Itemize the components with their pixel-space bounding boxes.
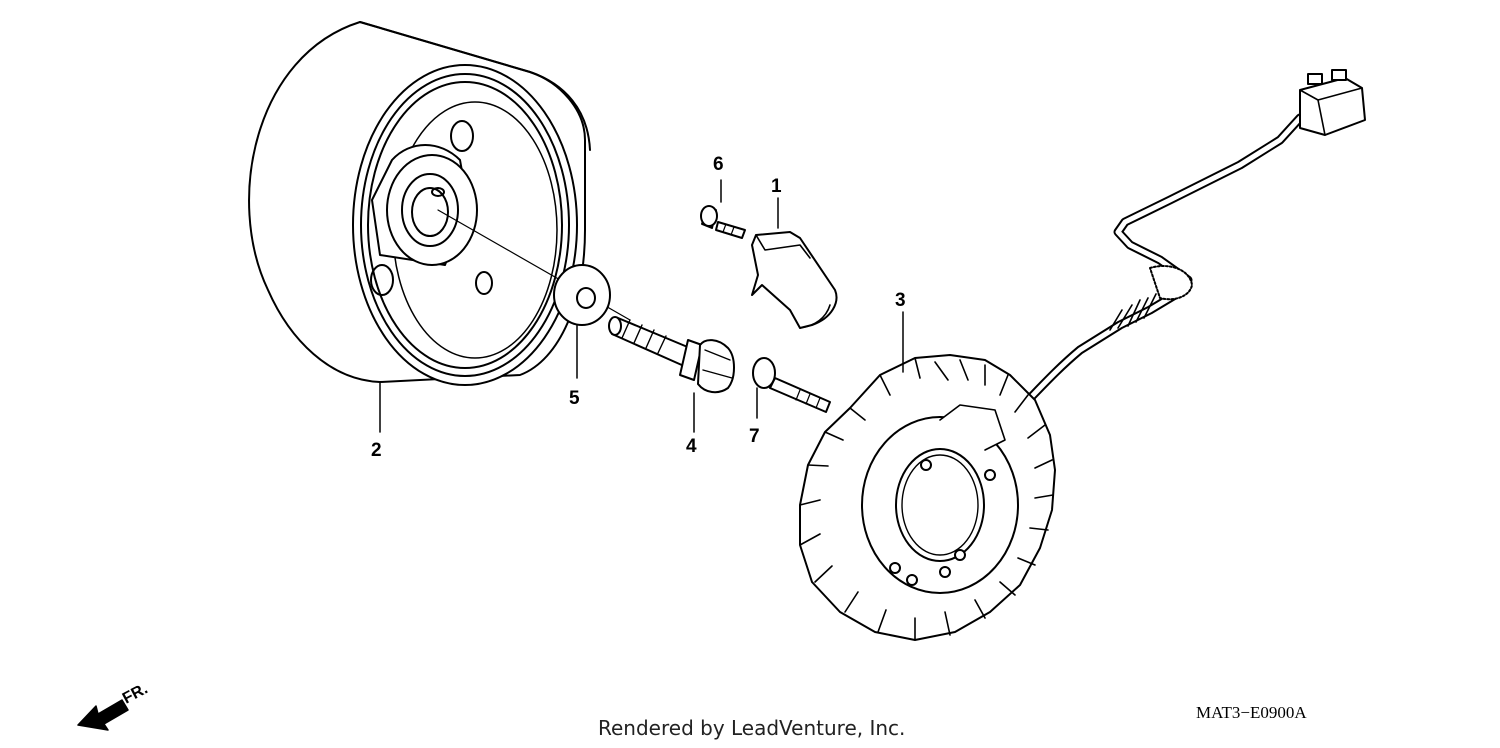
front-direction-arrow-icon	[77, 699, 129, 731]
flywheel-bolt-part	[608, 316, 735, 394]
stator-bolt-part	[752, 357, 831, 413]
wire-clamp-part	[751, 231, 838, 329]
stator-wire-harness	[1003, 113, 1305, 425]
stator-part	[799, 354, 1056, 641]
flywheel-part	[248, 21, 591, 386]
diagram-code: MAT3−E0900A	[1196, 703, 1307, 722]
callout-3: 3	[895, 290, 906, 311]
wire-connector	[1299, 69, 1366, 136]
rendered-by-credit: Rendered by LeadVenture, Inc.	[598, 716, 906, 740]
callout-4: 4	[686, 436, 697, 457]
callout-leader-lines	[379, 179, 904, 433]
callout-5: 5	[569, 388, 580, 409]
callout-7: 7	[749, 426, 760, 447]
callout-6: 6	[713, 154, 724, 175]
callout-1: 1	[771, 176, 782, 197]
small-bolt-part	[700, 205, 746, 239]
washer-part	[553, 264, 611, 326]
callout-2: 2	[371, 440, 382, 461]
